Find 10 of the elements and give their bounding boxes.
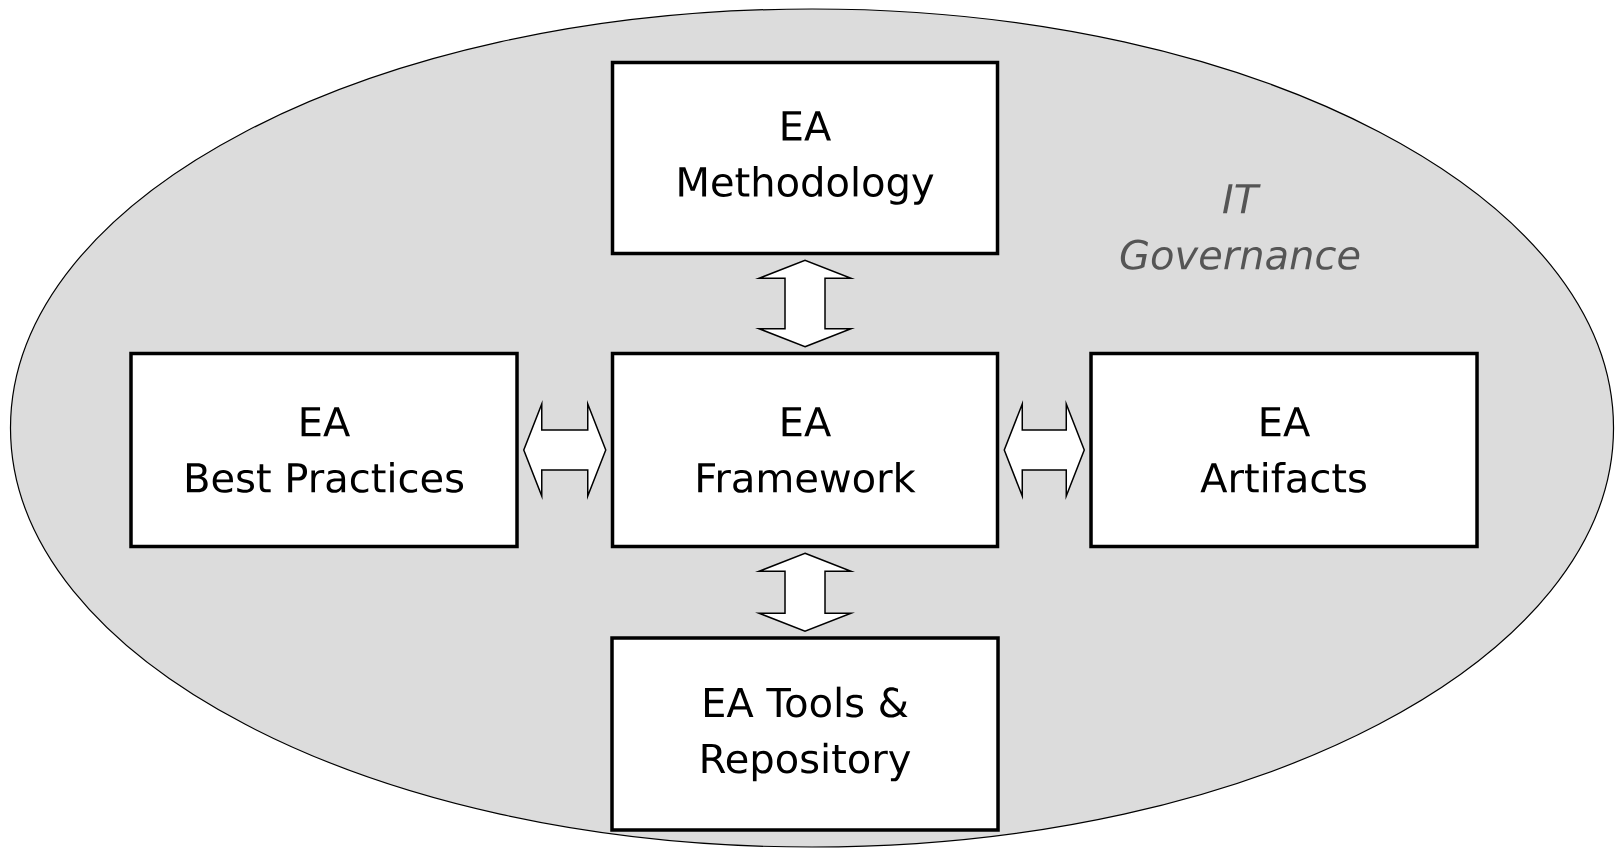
box: EA Artifacts bbox=[1089, 351, 1479, 549]
box: EA Framework bbox=[610, 351, 1000, 549]
box: EA Tools & Repository bbox=[610, 636, 1000, 832]
double-arrow bbox=[522, 400, 607, 500]
double-arrow bbox=[1003, 400, 1086, 500]
double-arrow bbox=[755, 552, 855, 633]
double-arrow bbox=[755, 259, 855, 348]
region-label: IT Governance bbox=[1120, 184, 1360, 270]
box: EA Best Practices bbox=[129, 351, 519, 549]
box: EA Methodology bbox=[610, 60, 1000, 256]
